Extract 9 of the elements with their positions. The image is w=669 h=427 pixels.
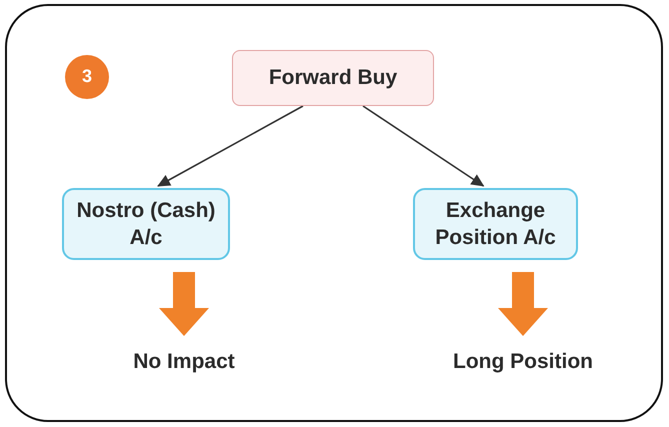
process-box: Forward Buy — [232, 50, 434, 106]
process-box: Exchange Position A/c — [413, 188, 578, 260]
process-box: Nostro (Cash) A/c — [62, 188, 230, 260]
result-label: No Impact — [133, 349, 235, 376]
arrow — [362, 105, 484, 187]
result-label: Long Position — [453, 349, 593, 376]
thick-arrow — [498, 272, 548, 336]
thick-arrow — [159, 272, 209, 336]
arrow — [157, 105, 304, 187]
